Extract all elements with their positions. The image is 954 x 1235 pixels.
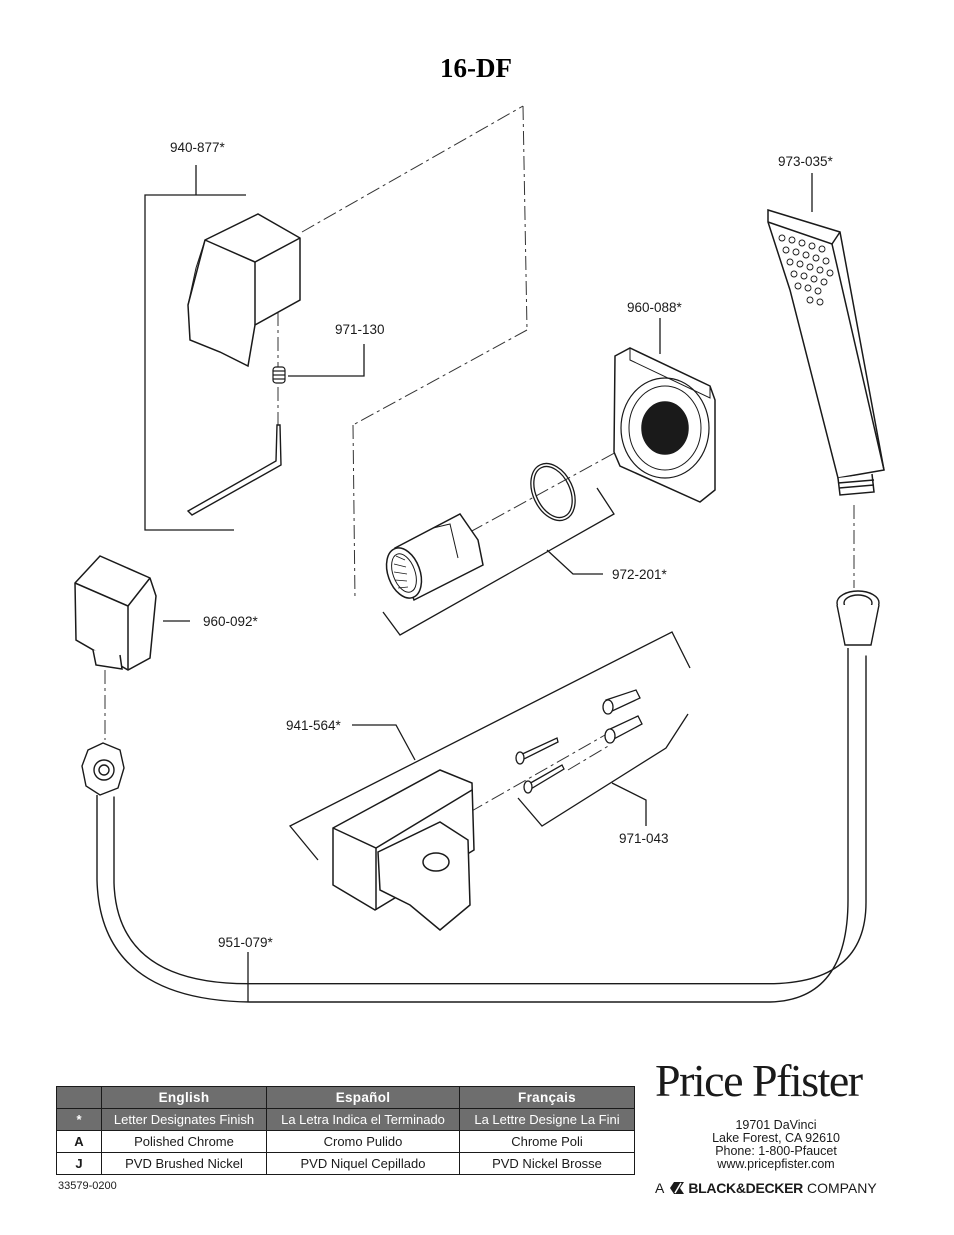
screw-anchor-parts	[515, 689, 643, 794]
note-english: Letter Designates Finish	[101, 1108, 267, 1131]
company-suffix: COMPANY	[806, 1180, 877, 1196]
spray-nozzle-dots	[778, 234, 834, 306]
header-espanol: Español	[266, 1086, 460, 1109]
company-prefix: A	[655, 1180, 665, 1196]
handle-part	[187, 213, 301, 368]
finish-table-header-row: English Español Français	[56, 1086, 635, 1109]
leader-lines	[144, 165, 813, 1002]
finish-espanol: PVD Niquel Cepillado	[266, 1152, 460, 1175]
holder-part	[332, 769, 475, 931]
address-line: Lake Forest, CA 92610	[712, 1131, 840, 1145]
finish-code: A	[56, 1130, 102, 1153]
wall-elbow-part	[74, 555, 157, 671]
header-english: English	[101, 1086, 267, 1109]
adapter-part	[385, 513, 484, 602]
hand-shower-part	[767, 208, 885, 496]
part-label-941-564: 941-564*	[286, 718, 342, 733]
logo-wordmark: Price Pfister	[655, 1055, 863, 1106]
allen-wrench-part	[186, 424, 282, 516]
o-ring-part	[530, 462, 576, 522]
part-label-972-201: 972-201*	[612, 567, 668, 582]
set-screw-part	[272, 366, 286, 384]
hose-cone-part	[836, 590, 880, 646]
hose-part	[96, 648, 867, 1003]
finish-table-note-row: * Letter Designates Finish La Letra Indi…	[56, 1108, 635, 1131]
part-label-951-079: 951-079*	[218, 935, 274, 950]
exploded-parts-diagram: 16-DF	[74, 53, 885, 1003]
model-title: 16-DF	[440, 53, 512, 83]
finish-francais: PVD Nickel Brosse	[459, 1152, 635, 1175]
header-francais: Français	[459, 1086, 635, 1109]
finish-code: J	[56, 1152, 102, 1175]
part-label-960-092: 960-092*	[203, 614, 259, 629]
note-espanol: La Letra Indica el Terminado	[266, 1108, 460, 1131]
part-label-971-043: 971-043	[619, 831, 669, 846]
parent-company-line: A BLACK&DECKER COMPANY	[655, 1180, 877, 1196]
hose-nut-part	[81, 742, 125, 796]
address-website: www.pricepfister.com	[717, 1157, 835, 1171]
finish-francais: Chrome Poli	[459, 1130, 635, 1153]
address-line: 19701 DaVinci	[735, 1118, 817, 1132]
finish-table-corner	[56, 1086, 102, 1109]
document-number: 33579-0200	[58, 1180, 117, 1192]
part-label-971-130: 971-130	[335, 322, 385, 337]
finish-english: PVD Brushed Nickel	[101, 1152, 267, 1175]
table-row: J PVD Brushed Nickel PVD Niquel Cepillad…	[56, 1152, 635, 1175]
black-decker-hexagon-icon	[670, 1182, 685, 1194]
note-francais: La Lettre Designe La Fini	[459, 1108, 635, 1131]
finish-table: English Español Français * Letter Design…	[56, 1086, 635, 1175]
company-address: 19701 DaVinci Lake Forest, CA 92610 Phon…	[676, 1119, 876, 1171]
part-label-960-088: 960-088*	[627, 300, 683, 315]
price-pfister-logo: Price Pfister	[655, 1055, 864, 1106]
alignment-lines	[104, 105, 855, 813]
finish-espanol: Cromo Pulido	[266, 1130, 460, 1153]
address-phone: Phone: 1-800-Pfaucet	[715, 1144, 837, 1158]
table-row: A Polished Chrome Cromo Pulido Chrome Po…	[56, 1130, 635, 1153]
finish-english: Polished Chrome	[101, 1130, 267, 1153]
part-label-973-035: 973-035*	[778, 154, 834, 169]
company-name: BLACK&DECKER	[688, 1180, 803, 1196]
part-label-940-877: 940-877*	[170, 140, 226, 155]
note-symbol: *	[56, 1108, 102, 1131]
escutcheon-part	[613, 347, 716, 503]
